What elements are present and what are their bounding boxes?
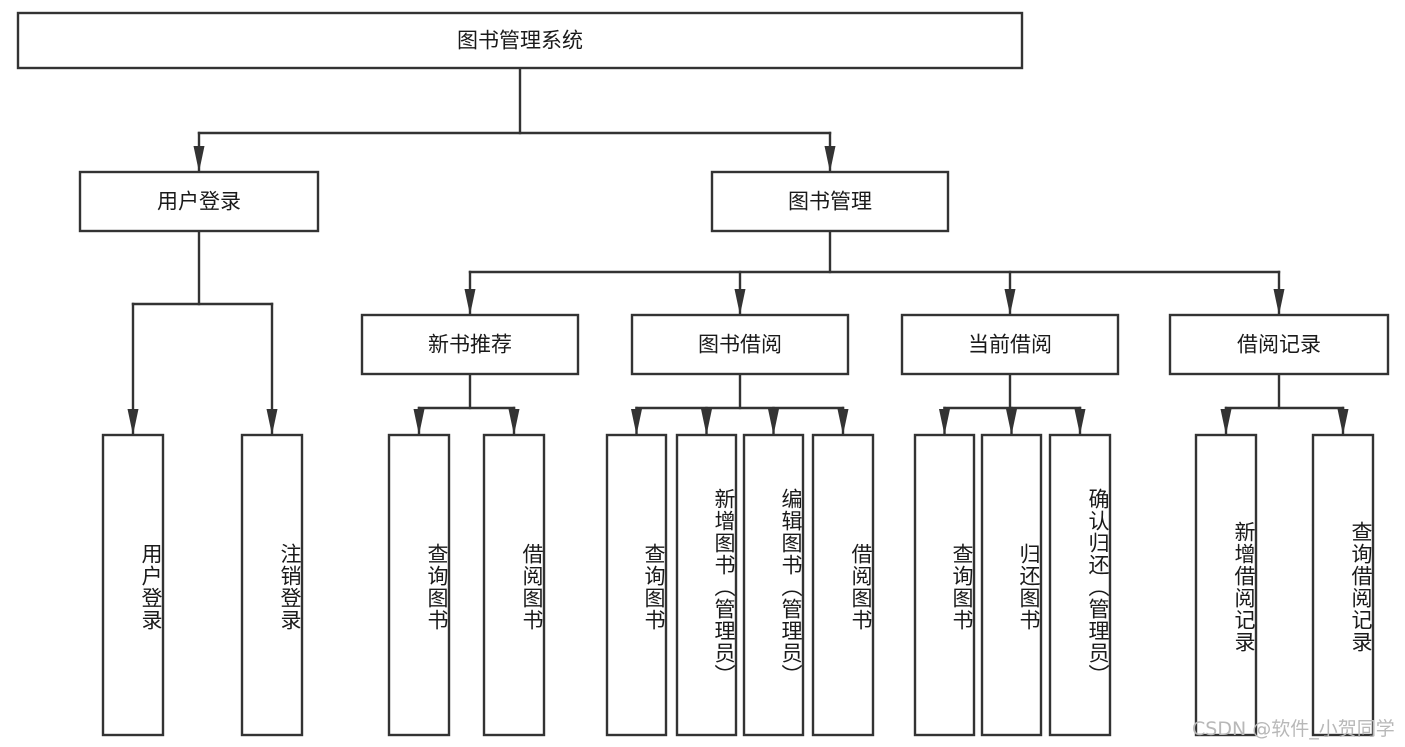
book-mgmt-to-level3-arrow-1 xyxy=(734,289,746,315)
level3-node-box-3[interactable] xyxy=(1168,313,1390,376)
level3-node-box-2[interactable] xyxy=(900,313,1120,376)
boxes-layer xyxy=(16,11,1390,737)
new-book-to-leaves-arrow-1 xyxy=(508,409,520,435)
user-login-to-leaves-arrow-1 xyxy=(266,409,278,435)
borrow-record-to-leaves-arrow-0 xyxy=(1220,409,1232,435)
leaf-node-box-7[interactable] xyxy=(811,433,875,737)
book-mgmt-to-level3-arrow-3 xyxy=(1273,289,1285,315)
leaf-node-box-2[interactable] xyxy=(387,433,451,737)
current-borrow-to-leaves-arrow-1 xyxy=(1006,409,1017,435)
level2-node-label-0: 用户登录 xyxy=(157,190,241,214)
level3-node-label-1: 图书借阅 xyxy=(698,333,782,357)
borrow-to-leaves-arrow-1 xyxy=(701,409,712,435)
borrow-to-leaves-arrow-2 xyxy=(768,409,779,435)
leaf-node-box-11[interactable] xyxy=(1194,433,1258,737)
book-mgmt-to-level3-arrow-0 xyxy=(464,289,476,315)
borrow-to-leaves-arrow-0 xyxy=(631,409,642,435)
leaf-node-box-3[interactable] xyxy=(482,433,546,737)
level2-node-label-1: 图书管理 xyxy=(788,190,872,214)
csdn-watermark: CSDN @软件_小贺同学 xyxy=(1192,718,1395,740)
borrow-to-leaves-arrow-3 xyxy=(837,409,849,435)
level3-node-label-2: 当前借阅 xyxy=(968,333,1052,357)
new-book-to-leaves-arrow-0 xyxy=(413,409,425,435)
leaf-node-box-12[interactable] xyxy=(1311,433,1375,737)
level3-node-label-0: 新书推荐 xyxy=(428,333,512,357)
leaf-node-box-5[interactable] xyxy=(675,433,738,737)
leaf-node-box-4[interactable] xyxy=(605,433,668,737)
level3-node-box-1[interactable] xyxy=(630,313,850,376)
edges-layer xyxy=(127,66,1349,436)
root-node-label: 图书管理系统 xyxy=(457,29,583,53)
leaf-node-box-8[interactable] xyxy=(913,433,976,737)
level2-node-box-0[interactable] xyxy=(78,170,320,233)
leaf-node-box-9[interactable] xyxy=(980,433,1043,737)
leaf-node-box-0[interactable] xyxy=(101,433,165,737)
root-node-box[interactable] xyxy=(16,11,1024,70)
leaf-node-box-1[interactable] xyxy=(240,433,304,737)
root-to-level2-arrow-1 xyxy=(824,146,836,172)
level3-node-box-0[interactable] xyxy=(360,313,580,376)
leaf-node-box-6[interactable] xyxy=(742,433,805,737)
borrow-record-to-leaves-arrow-1 xyxy=(1337,409,1349,435)
level2-node-box-1[interactable] xyxy=(710,170,950,233)
book-mgmt-to-level3-arrow-2 xyxy=(1004,289,1016,315)
user-login-to-leaves-arrow-0 xyxy=(127,409,139,435)
current-borrow-to-leaves-arrow-0 xyxy=(939,409,950,435)
current-borrow-to-leaves-arrow-2 xyxy=(1074,409,1086,435)
leaf-node-box-10[interactable] xyxy=(1048,433,1112,737)
root-to-level2-arrow-0 xyxy=(193,146,205,172)
level3-node-label-3: 借阅记录 xyxy=(1237,333,1321,357)
